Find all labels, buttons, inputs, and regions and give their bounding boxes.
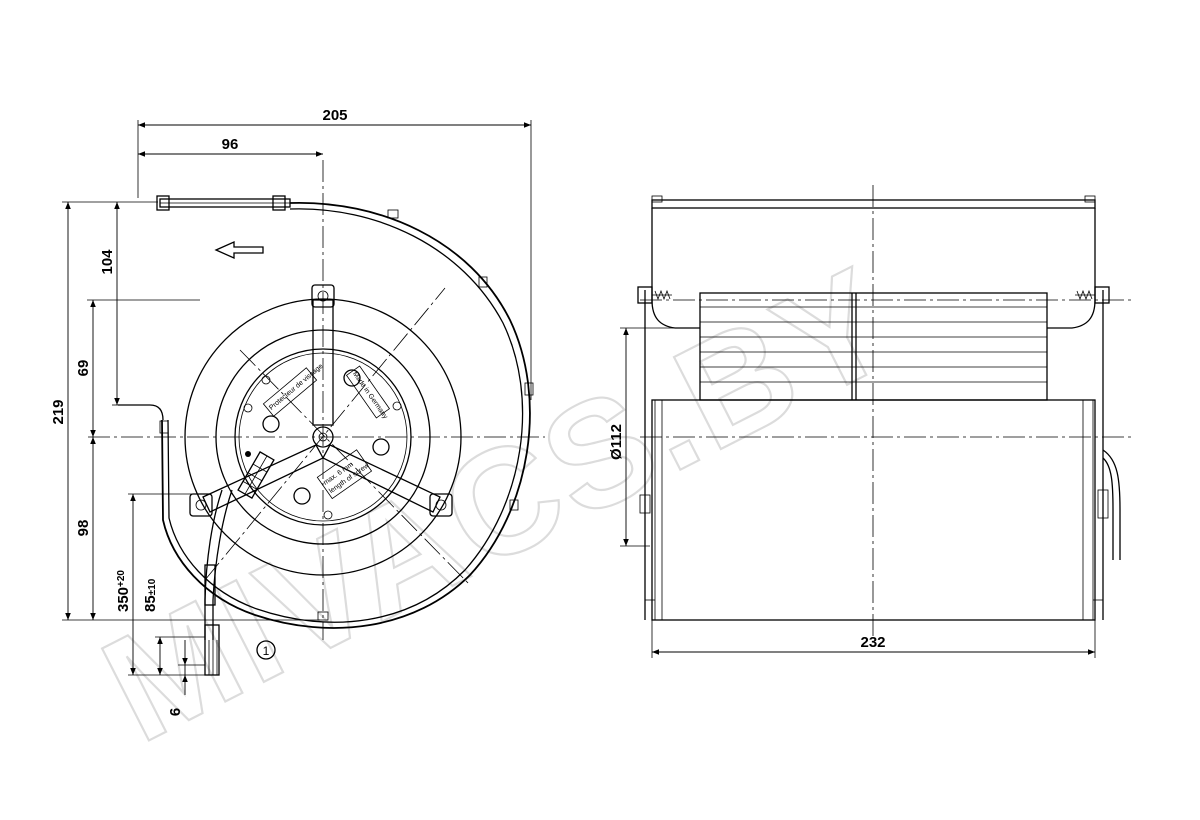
inlet-ring-outer [184,298,462,576]
screw-icon [195,499,207,511]
rivet-icon [261,375,271,385]
housing-tab [159,420,169,434]
dimension-219-label: 219 [50,399,67,424]
top-plate [651,199,1096,209]
volute-outer [161,202,531,629]
bracket-foot-left [189,493,213,517]
housing-tab [317,611,329,621]
motor-ring-inner [238,352,408,522]
housing-wall-right [1047,208,1096,329]
cable [212,489,233,640]
terminal-box [237,451,275,499]
terminal-dot [245,451,251,457]
dimension-112-label: Ø112 [608,424,625,460]
mount-screw-right [1075,286,1110,304]
housing-tab [509,499,519,511]
dimension-69-label: 69 [75,360,92,377]
dimension-98-label: 98 [75,520,92,537]
rivet-icon [243,403,253,413]
bracket-arm-left [202,444,324,513]
dimension-85-label: 85±10 [142,578,159,612]
side-view: Ø112 232 [608,185,1135,658]
motor-ring [234,348,412,526]
outlet-side [118,404,164,421]
top-plate-tab-right [1084,195,1096,203]
housing-tab [524,382,534,396]
bracket-foot-right [429,493,453,517]
rivet-icon [323,510,333,520]
motor-screw-3 [372,438,390,456]
lower-housing [651,399,1096,621]
screw-icon [435,499,447,511]
top-plate-tab-left [651,195,663,203]
housing-tab [478,276,488,288]
side-cable [1102,449,1121,560]
dimension-6-label: 6 [167,708,184,716]
front-diagonal-centerline-2 [239,349,471,586]
dimension-104-label: 104 [99,249,116,275]
housing-tab [387,209,399,219]
bracket-foot-top [311,284,335,308]
motor-screw-1 [262,415,280,433]
cable-sleeve [204,564,216,606]
motor-shaft [318,432,328,442]
callout-number: 1 [263,644,270,658]
side-cable-2 [1102,457,1114,560]
airflow-arrow-icon [214,240,264,260]
rivet-icon [392,401,402,411]
dimension-205-label: 205 [322,107,347,124]
motor-screw-2 [343,369,361,387]
front-diagonal-centerline [204,287,446,581]
motor-screw-4 [293,487,311,505]
screw-icon [317,290,329,302]
callout-circle [256,640,276,660]
dimension-232-label: 232 [860,634,885,651]
rating-plate-2: Made in Germany [345,365,391,421]
motor-hub [312,426,334,448]
rating-plate-1: Protecteur de vissage [262,363,325,417]
dimension-96-label: 96 [222,136,239,153]
inlet-ring-middle [215,329,431,545]
side-bracket [1097,489,1109,519]
side-bracket [639,494,651,514]
cable-end [204,624,220,676]
volute-inner [167,208,524,623]
dimension-350-label: 350+20 [115,570,132,612]
mount-screw-left [637,286,672,304]
bracket-arm-right [322,444,441,513]
